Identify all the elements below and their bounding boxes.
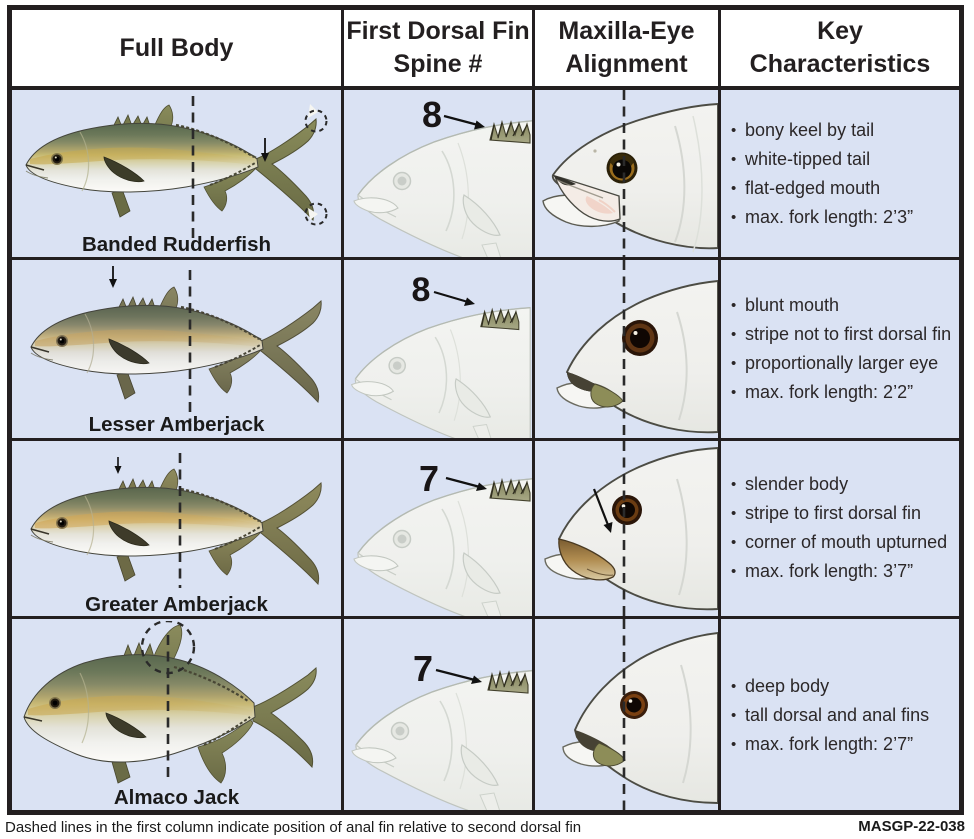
svg-text:7: 7 [413,648,433,689]
svg-text:8: 8 [422,94,442,135]
svg-text:7: 7 [419,458,439,499]
svg-text:8: 8 [412,271,431,309]
